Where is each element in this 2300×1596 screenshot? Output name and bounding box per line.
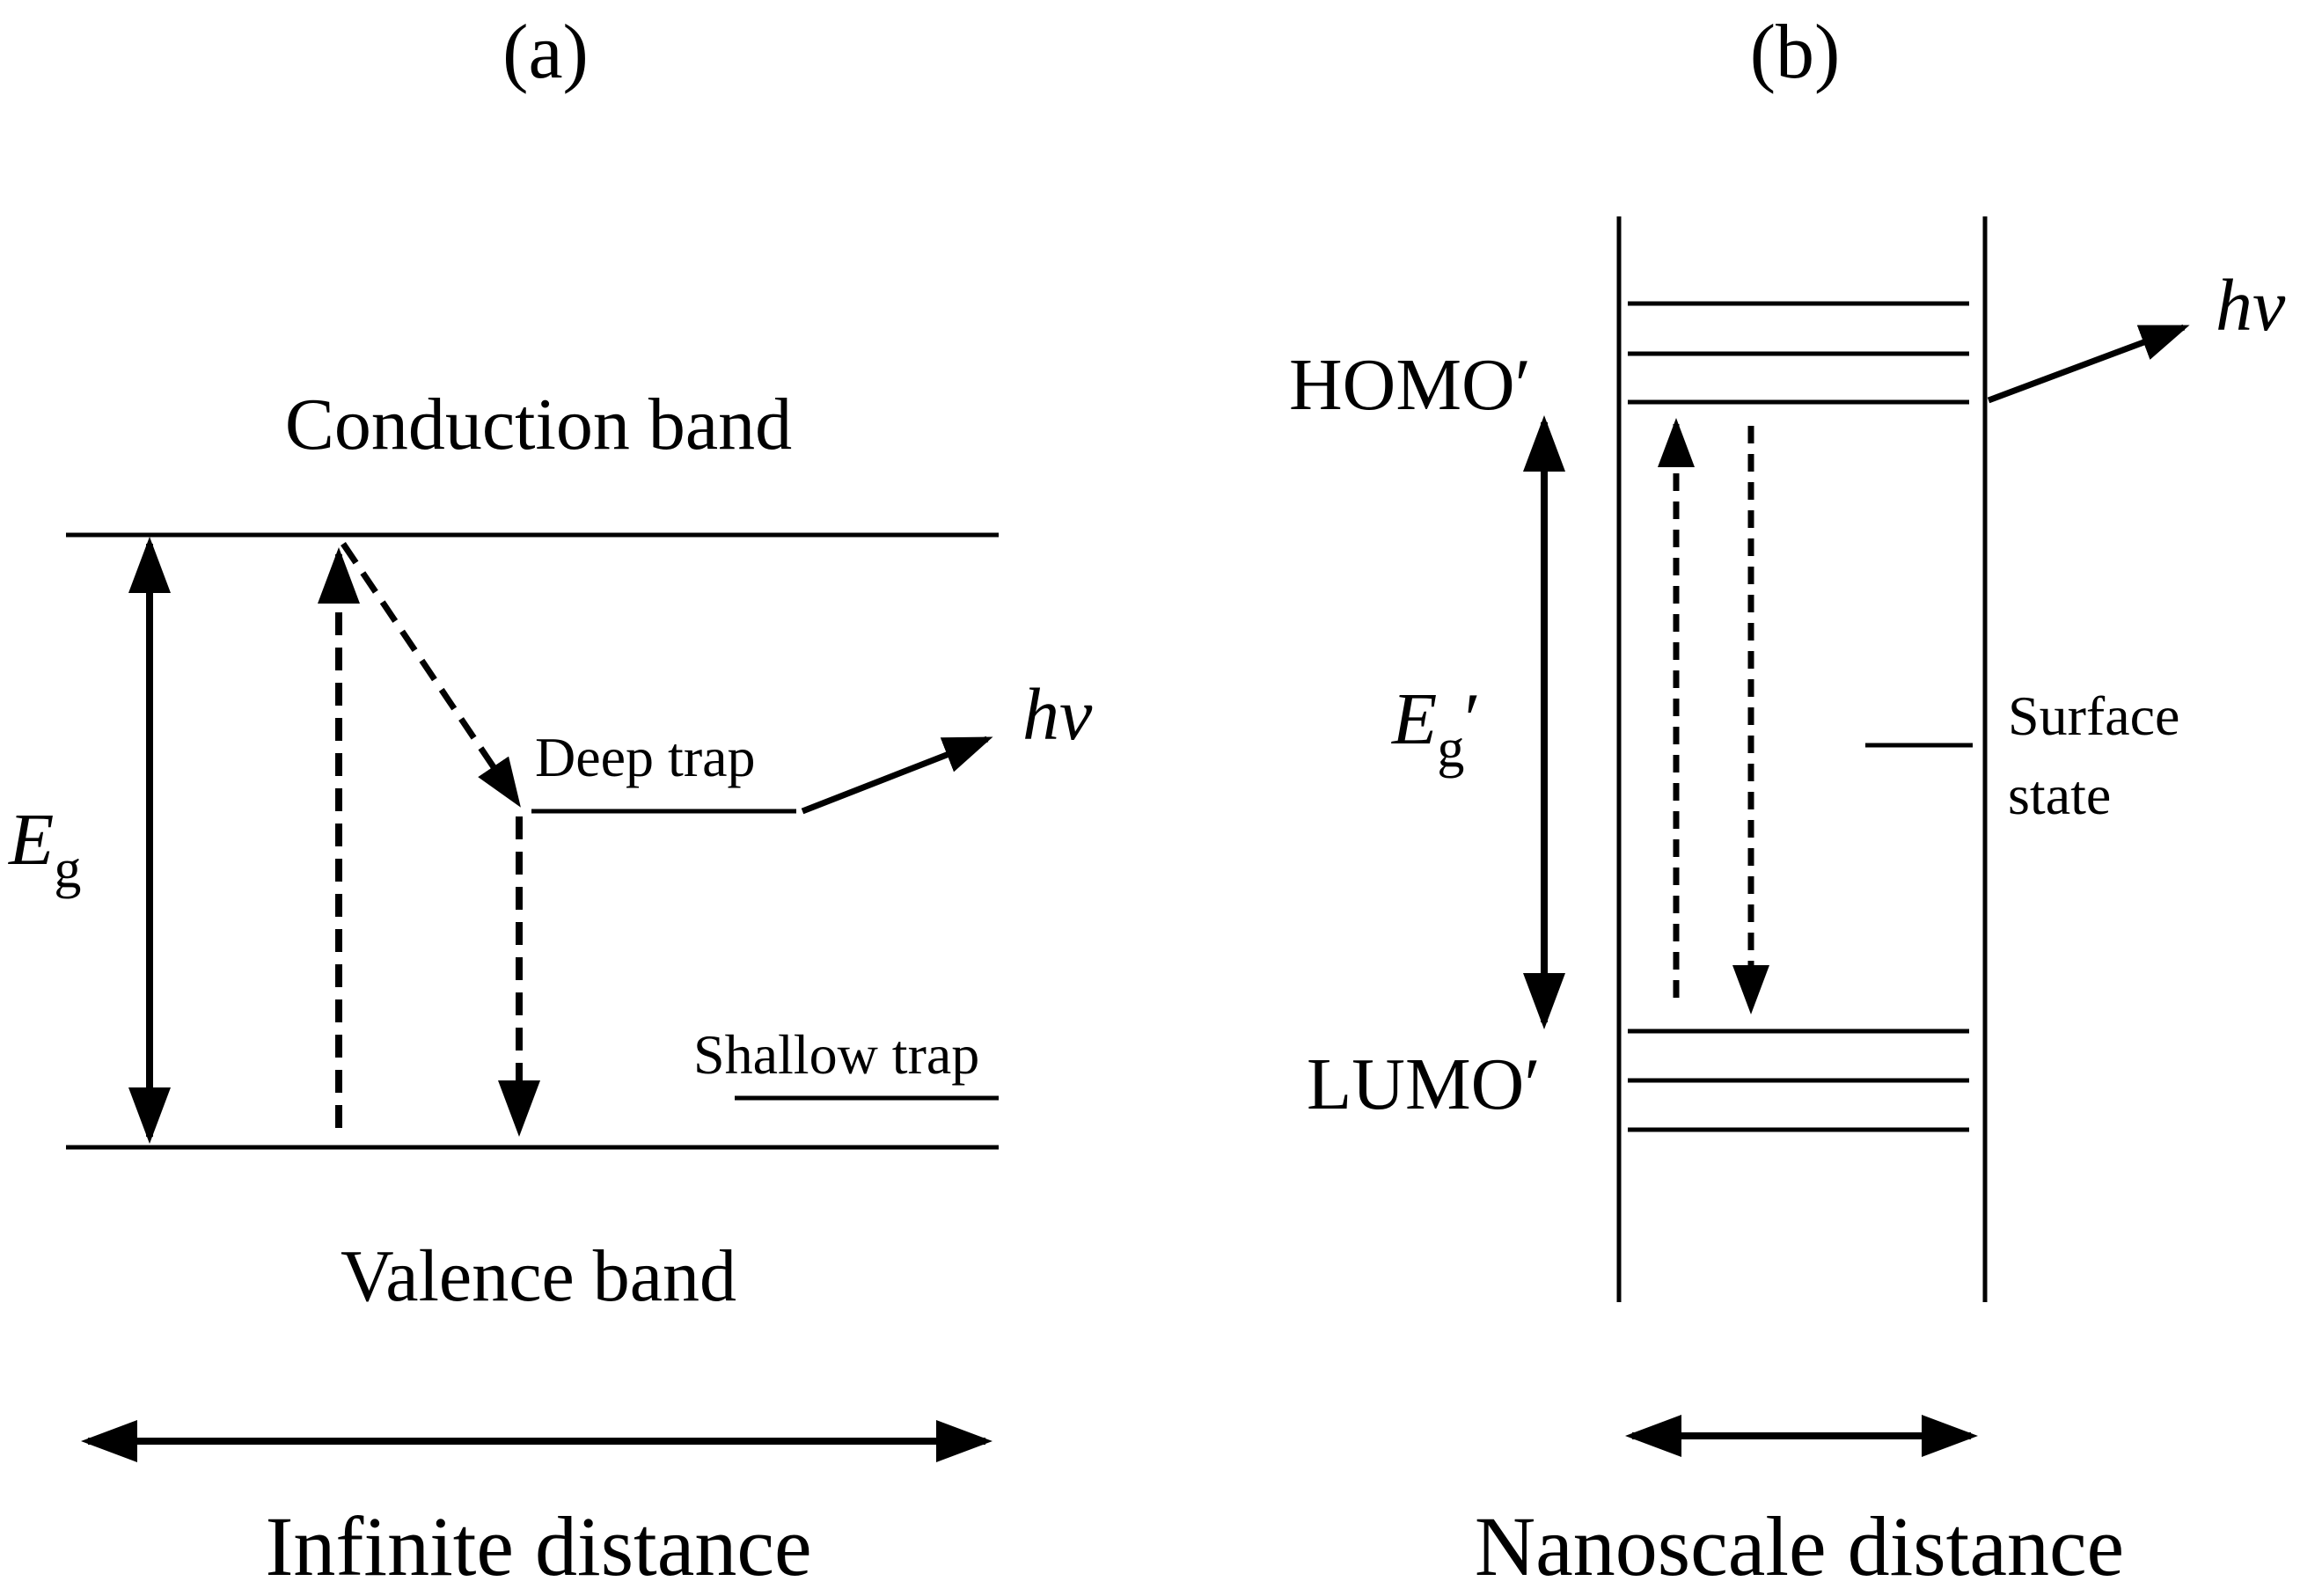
valence-band-label: Valence band: [341, 1235, 736, 1317]
lumo-label: LUMO′: [1307, 1043, 1541, 1125]
trap-capture-arrow: [341, 542, 521, 808]
emission-arrow-b: [1987, 324, 2190, 404]
photon-label-b: hv: [2216, 265, 2286, 347]
panel-b: (b) HOMO′ LUMO′ Eg′ Surface state hv: [1289, 10, 2286, 1593]
panel-a-label: (a): [502, 10, 589, 95]
conduction-band-label: Conduction band: [285, 384, 792, 465]
infinite-distance-caption: Infinite distance: [265, 1499, 811, 1593]
nanoscale-distance-caption: Nanoscale distance: [1475, 1499, 2124, 1593]
bandgap-label-b: Eg′: [1391, 678, 1481, 779]
surface-state-label-2: state: [2008, 764, 2111, 826]
shallow-trap-label: Shallow trap: [693, 1023, 979, 1086]
homo-label: HOMO′: [1289, 344, 1531, 426]
panel-a: (a) Conduction band Eg Deep trap hv Shal…: [8, 10, 1093, 1593]
bandgap-label: Eg: [8, 799, 81, 899]
panel-b-label: (b): [1750, 10, 1841, 95]
deep-trap-label: Deep trap: [535, 726, 756, 788]
photon-label-a: hv: [1022, 674, 1093, 756]
emission-arrow-a: [801, 736, 993, 815]
surface-state-label-1: Surface: [2008, 685, 2179, 747]
